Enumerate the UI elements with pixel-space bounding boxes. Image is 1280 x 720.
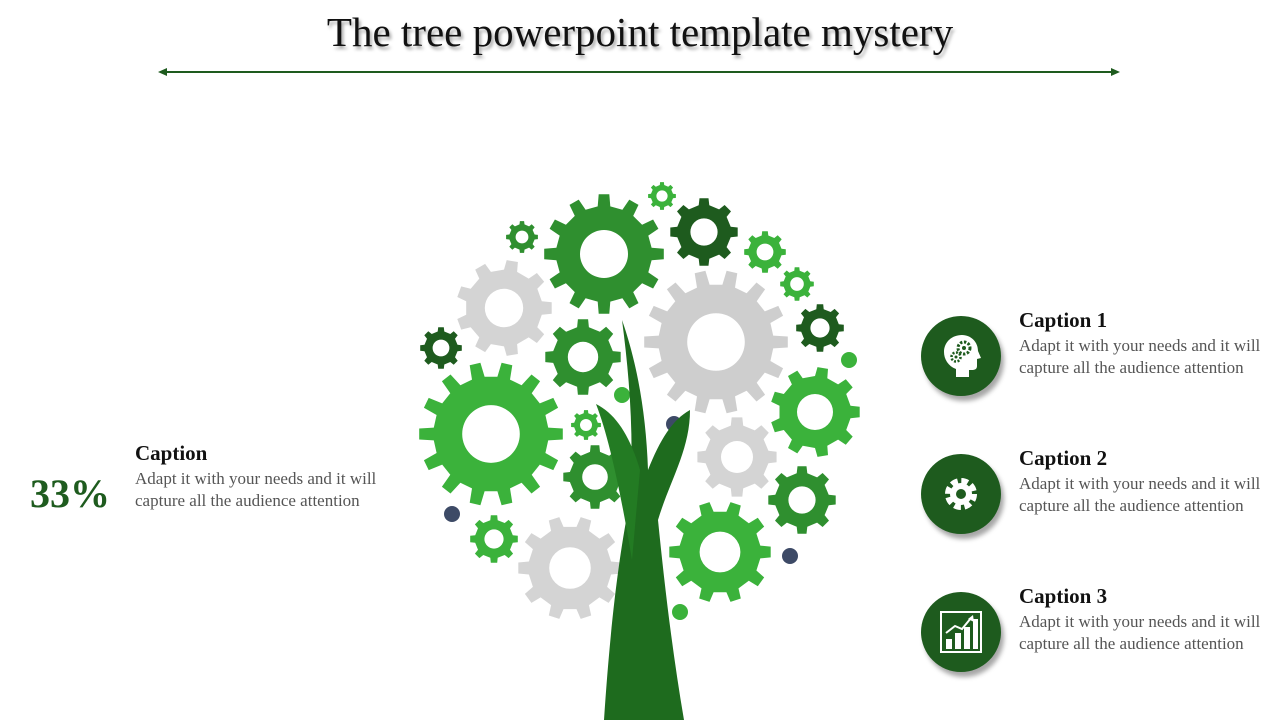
caption-2: Caption 2 Adapt it with your needs and i… xyxy=(1019,446,1269,517)
tree-gear xyxy=(419,362,563,506)
tree-gear xyxy=(420,327,462,369)
caption-2-title: Caption 2 xyxy=(1019,446,1108,470)
tree-gear xyxy=(648,182,676,210)
tree-gear xyxy=(470,515,518,563)
percent-stat: 33% xyxy=(30,471,110,516)
tree-gear xyxy=(545,319,621,395)
head-gears-icon xyxy=(944,335,981,377)
tree-trunk xyxy=(596,320,690,720)
caption-2-text: Adapt it with your needs and it will cap… xyxy=(1019,474,1261,515)
tree-dot xyxy=(672,604,688,620)
tree-gear xyxy=(771,367,860,457)
tree-gear xyxy=(518,517,622,619)
caption-1-icon-circle xyxy=(921,316,1001,396)
tree-dot xyxy=(841,352,857,368)
tree-gear xyxy=(796,304,844,352)
caption-1: Caption 1 Adapt it with your needs and i… xyxy=(1019,308,1269,379)
tree-gear xyxy=(544,194,664,314)
tree-gear xyxy=(571,410,601,440)
caption-3: Caption 3 Adapt it with your needs and i… xyxy=(1019,584,1269,655)
slide-title: The tree powerpoint template mystery xyxy=(326,9,954,55)
caption-3-title: Caption 3 xyxy=(1019,584,1108,608)
bar-chart-growth-icon xyxy=(940,611,982,653)
tree-gear xyxy=(506,221,538,253)
caption-2-icon-circle xyxy=(921,454,1001,534)
tree-gear xyxy=(563,445,627,509)
tree-dot xyxy=(782,548,798,564)
left-caption: Caption Adapt it with your needs and it … xyxy=(135,441,385,512)
caption-1-text: Adapt it with your needs and it will cap… xyxy=(1019,336,1261,377)
tree-gear xyxy=(768,466,836,534)
left-caption-title: Caption xyxy=(135,441,208,465)
gear-tree-illustration xyxy=(419,182,860,720)
gear-icon xyxy=(945,478,977,510)
caption-3-text: Adapt it with your needs and it will cap… xyxy=(1019,612,1261,653)
caption-3-icon-circle xyxy=(921,592,1001,672)
tree-gear xyxy=(669,502,771,602)
title-divider-arrow xyxy=(158,68,1120,76)
tree-gear xyxy=(697,417,777,497)
tree-dot xyxy=(444,506,460,522)
tree-gear xyxy=(457,260,552,356)
tree-gear xyxy=(780,267,814,301)
left-caption-text: Adapt it with your needs and it will cap… xyxy=(135,469,377,510)
tree-gear xyxy=(644,270,788,414)
tree-gear xyxy=(670,198,738,266)
tree-dot xyxy=(614,387,630,403)
tree-gear xyxy=(744,231,786,273)
caption-1-title: Caption 1 xyxy=(1019,308,1108,332)
